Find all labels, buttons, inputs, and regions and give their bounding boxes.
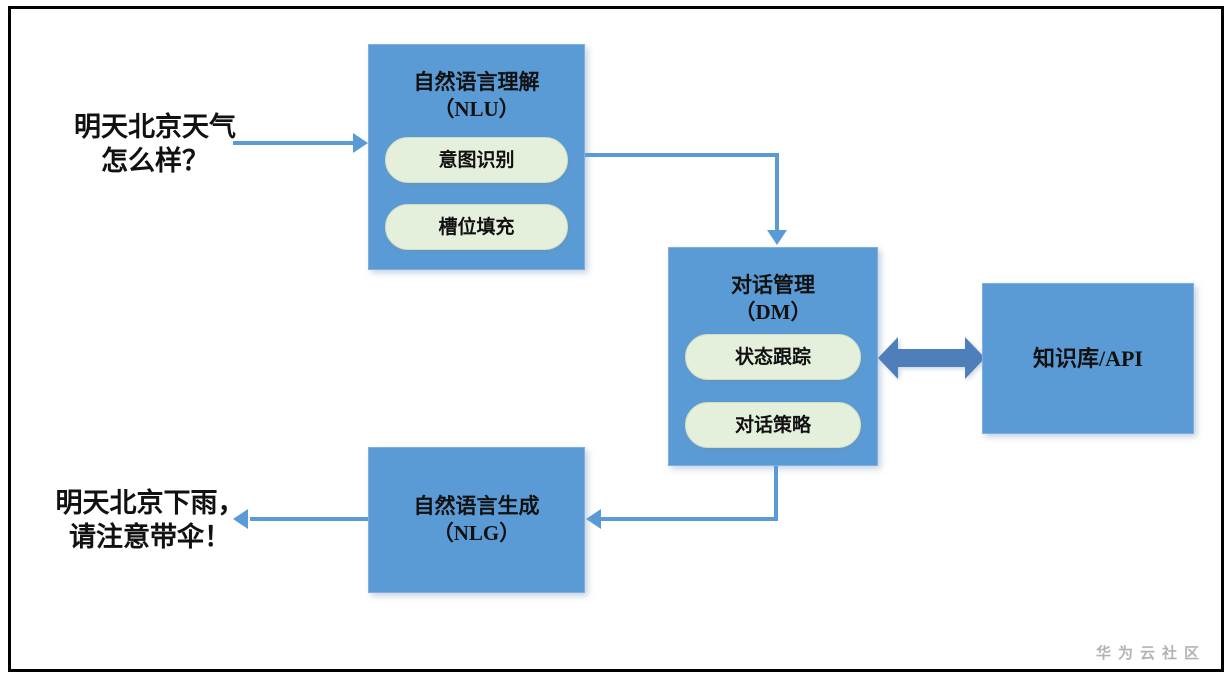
arrow-dm-to-nlg-vline: [774, 466, 778, 520]
dm-title: 对话管理 （DM）: [731, 272, 815, 326]
dm-box: 对话管理 （DM） 状态跟踪 对话策略: [668, 247, 878, 466]
user-input-line2: 怎么样？: [101, 146, 209, 176]
system-output-line2: 请注意带伞！: [69, 522, 231, 552]
arrow-nlg-to-output-head: [233, 509, 248, 529]
nlg-box: 自然语言生成 （NLG）: [368, 447, 585, 593]
nlg-title-line2: （NLG）: [432, 521, 521, 545]
dm-state-tracking-pill: 状态跟踪: [685, 334, 861, 380]
system-output-text: 明天北京下雨， 请注意带伞！: [28, 486, 272, 554]
nlg-title-line1: 自然语言生成: [413, 494, 540, 518]
arrow-dm-kb-double: [878, 337, 985, 379]
arrow-input-to-nlu-head: [353, 133, 368, 153]
huawei-cloud-watermark: 华为云社区: [1095, 645, 1206, 662]
nlu-intent-recognition-pill: 意图识别: [385, 137, 568, 183]
nlu-slot-filling-pill: 槽位填充: [385, 204, 568, 250]
nlu-title: 自然语言理解 （NLU）: [414, 69, 540, 123]
dm-title-line1: 对话管理: [731, 273, 815, 297]
arrow-input-to-nlu-line: [233, 141, 355, 145]
nlu-title-line1: 自然语言理解: [413, 70, 540, 94]
system-output-line1: 明天北京下雨，: [55, 488, 245, 518]
arrow-nlu-to-dm-hline: [585, 153, 779, 157]
knowledge-base-box: 知识库/API: [982, 283, 1194, 434]
user-input-line1: 明天北京天气: [74, 112, 236, 142]
arrow-nlu-to-dm-vline: [775, 153, 779, 230]
user-input-text: 明天北京天气 怎么样？: [40, 110, 270, 178]
nlu-box: 自然语言理解 （NLU） 意图识别 槽位填充: [368, 44, 585, 270]
nlg-title: 自然语言生成 （NLG）: [414, 493, 540, 547]
arrow-dm-kb-shaft: [897, 349, 966, 367]
knowledge-base-title: 知识库/API: [1032, 346, 1143, 371]
dm-title-line2: （DM）: [734, 300, 812, 324]
nlu-title-line2: （NLU）: [433, 97, 520, 121]
arrow-dm-to-nlg-hline: [600, 517, 778, 521]
arrow-dm-to-nlg-head: [586, 509, 601, 529]
arrow-nlu-to-dm-head: [767, 230, 787, 245]
arrow-nlg-to-output-line: [250, 517, 368, 521]
arrow-dm-kb-right-head: [965, 337, 985, 379]
arrow-dm-kb-left-head: [878, 337, 898, 379]
dm-dialogue-policy-pill: 对话策略: [685, 402, 861, 448]
